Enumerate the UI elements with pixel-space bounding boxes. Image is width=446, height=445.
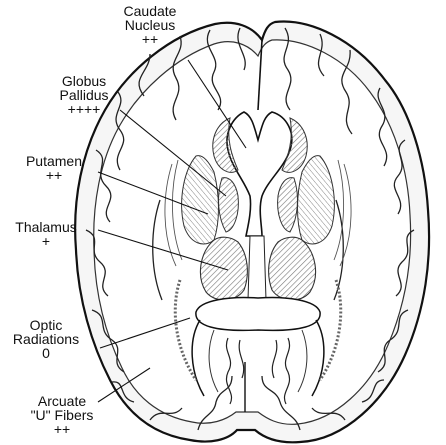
label-optic-radiations: Optic Radiations 0	[6, 318, 86, 360]
label-arcuate-u-fibers: Arcuate "U" Fibers ++	[14, 394, 110, 436]
thalamus-right	[269, 237, 316, 300]
splenium	[196, 298, 320, 331]
label-caudate-nucleus: Caudate Nucleus ++	[110, 4, 190, 46]
label-thalamus: Thalamus +	[6, 220, 86, 248]
label-globus-pallidus: Globus Pallidus ++++	[44, 74, 124, 116]
third-ventricle	[248, 236, 266, 300]
label-putamen: Putamen ++	[14, 154, 94, 182]
